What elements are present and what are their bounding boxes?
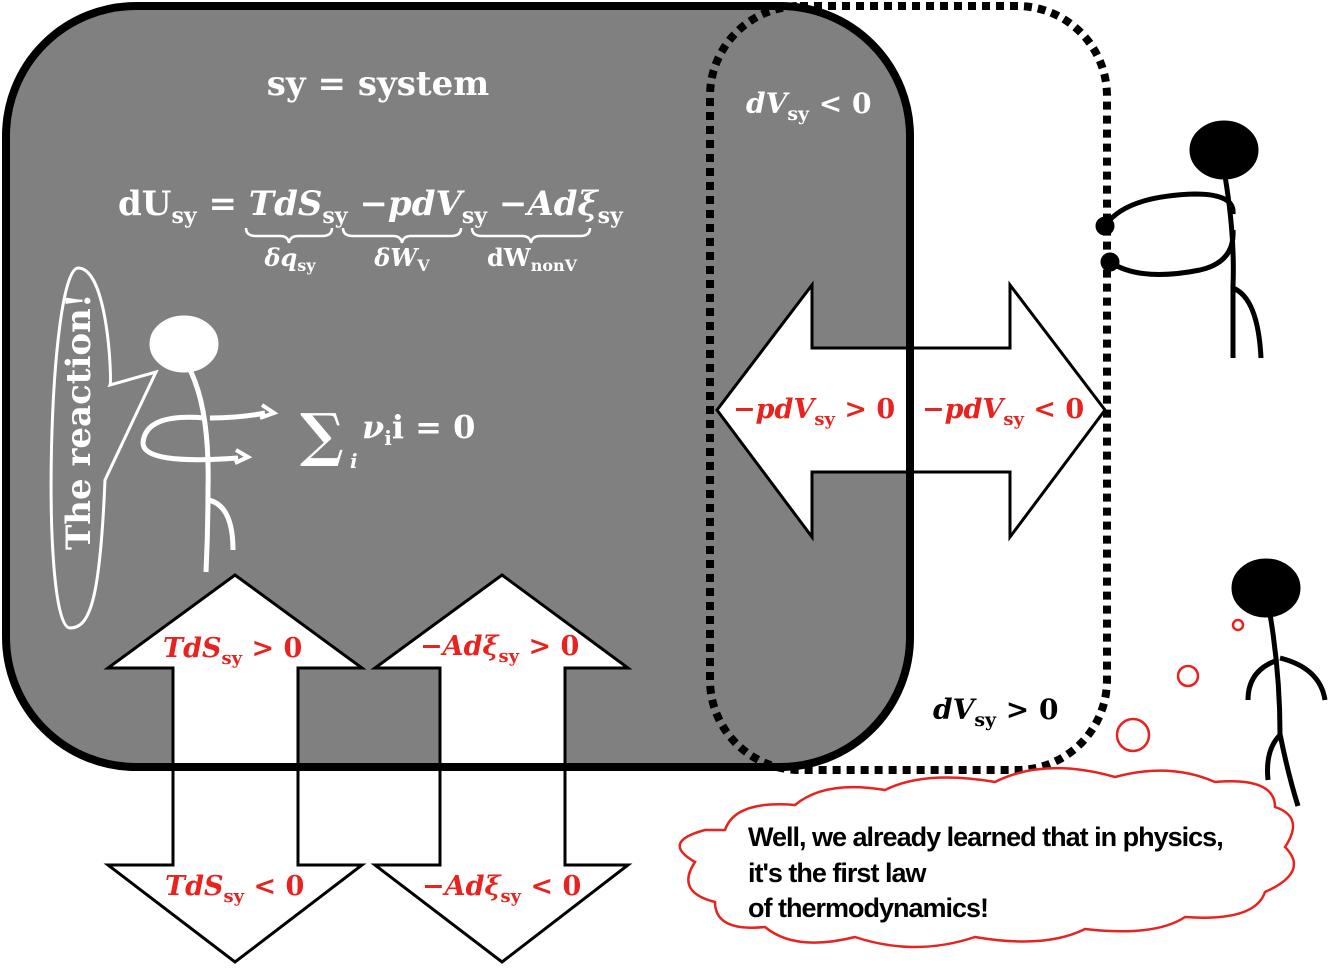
work-out-arrow [908,280,1107,542]
thought-dots [1115,618,1245,753]
system-label: sy = system [267,64,489,104]
svg-text:∑: ∑ [300,401,344,469]
heat-in-label: TdSsy > 0 [163,633,302,669]
svg-text:νii = 0: νii = 0 [362,408,475,450]
nonv-work-out-arrow [370,765,633,964]
reaction-stick-figure [140,315,279,573]
volume-increase-label: dVsy > 0 [933,693,1059,731]
volume-decrease-label: dVsy < 0 [746,87,872,125]
pushing-stick-figure [1095,120,1264,359]
thinking-stick-figure [1231,558,1328,807]
first-law-equation: dUsy = TdSsy −pdVsy −Adξsy δqsy δWV dWno… [118,184,624,275]
expanded-boundary [706,2,1111,774]
work-in-label: −pdVsy > 0 [733,394,895,430]
svg-text:The reaction!: The reaction! [59,293,99,550]
svg-text:δWV: δWV [373,243,430,275]
work-out-label: −pdVsy < 0 [922,394,1084,430]
svg-text:dUsy = TdSsy −pdVsy −Adξsy: dUsy = TdSsy −pdVsy −Adξsy [118,184,624,229]
heat-out-arrow [103,765,367,964]
nonv-work-in-label: −Adξsy > 0 [420,631,579,667]
svg-text:δqsy: δqsy [263,243,316,275]
reaction-equation: ∑ i νii = 0 [300,401,475,473]
underbraces [244,227,592,244]
speech-bubble: The reaction! [49,266,159,630]
heat-out-label: TdSsy < 0 [165,871,304,907]
system-boundary [2,2,914,771]
nonv-work-out-label: −Adξsy < 0 [422,871,581,907]
svg-text:dWnonV: dWnonV [487,243,578,275]
thought-cloud [678,766,1296,949]
thought-cloud-text: Well, we already learned that in physics… [748,822,1229,923]
svg-text:i: i [350,449,358,473]
